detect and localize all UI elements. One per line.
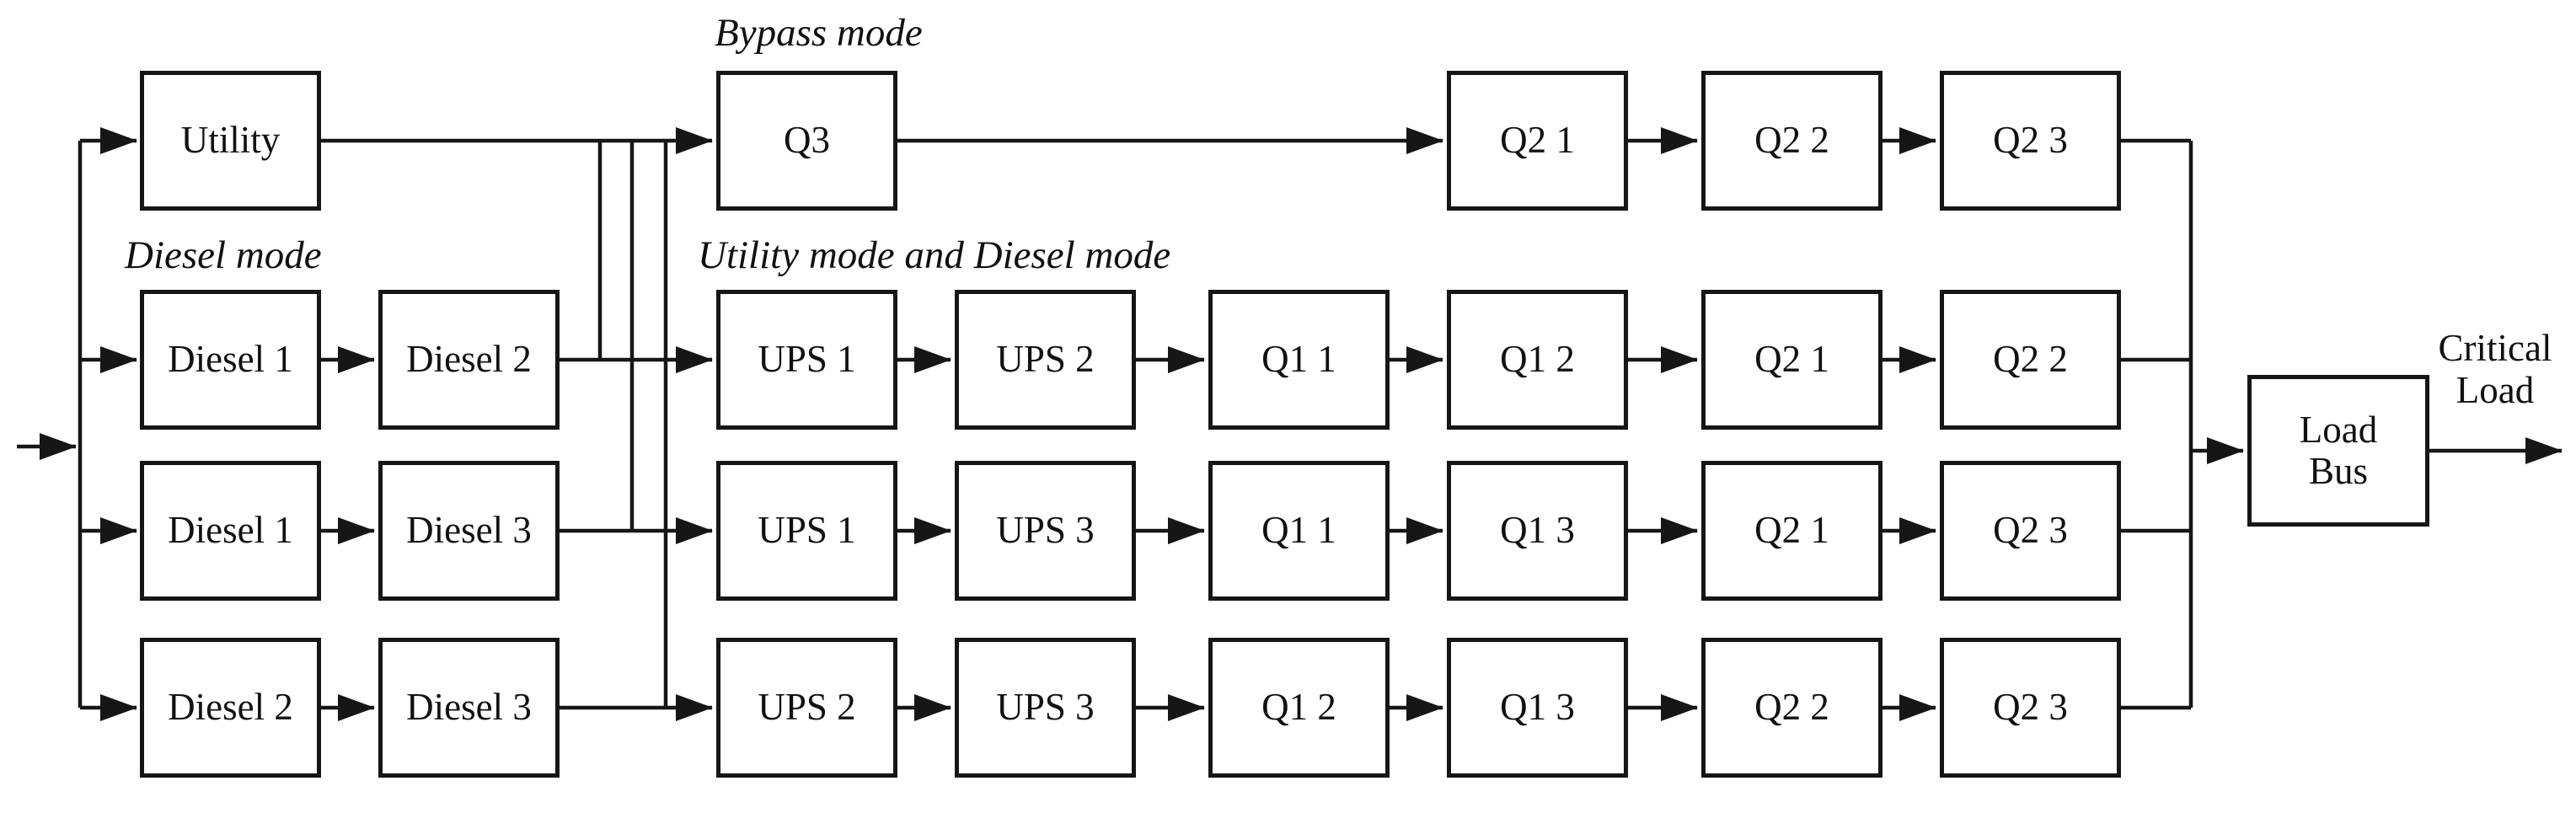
node-q2-3-r4: Q2 3	[1940, 638, 2121, 778]
node-ups2-r4: UPS 2	[716, 638, 897, 778]
node-diesel3-r3: Diesel 3	[378, 461, 560, 601]
node-q1-1-r3: Q1 1	[1208, 461, 1390, 601]
node-q2-1-r1: Q2 1	[1447, 71, 1628, 211]
node-diesel3-r4: Diesel 3	[378, 638, 560, 778]
node-utility-r1: Utility	[140, 71, 321, 211]
node-q2-2-r2: Q2 2	[1940, 290, 2121, 430]
utility-and-diesel-mode-label: Utility mode and Diesel mode	[698, 233, 1171, 277]
node-diesel1-r2: Diesel 1	[140, 290, 321, 430]
node-diesel2-r4: Diesel 2	[140, 638, 321, 778]
node-q2-1-r2: Q2 1	[1701, 290, 1882, 430]
node-load-bus: Load Bus	[2247, 375, 2429, 527]
node-ups3-r4: UPS 3	[955, 638, 1136, 778]
node-q1-1-r2: Q1 1	[1208, 290, 1390, 430]
left-distribution-bus	[78, 127, 137, 721]
node-ups1-r3: UPS 1	[716, 461, 897, 601]
node-q2-3-r3: Q2 3	[1940, 461, 2121, 601]
bypass-mode-label: Bypass mode	[715, 11, 923, 55]
parallel-tie-lines	[597, 141, 668, 708]
node-q1-2-r4: Q1 2	[1208, 638, 1390, 778]
node-q1-2-r2: Q1 2	[1447, 290, 1628, 430]
critical-load-label: Critical Load	[2438, 327, 2552, 412]
node-ups2-r2: UPS 2	[955, 290, 1136, 430]
node-q1-3-r3: Q1 3	[1447, 461, 1628, 601]
node-diesel2-r2: Diesel 2	[378, 290, 560, 430]
node-q1-3-r4: Q1 3	[1447, 638, 1628, 778]
diesel-mode-label: Diesel mode	[125, 233, 322, 277]
node-q2-3-r1: Q2 3	[1940, 71, 2121, 211]
node-ups1-r2: UPS 1	[716, 290, 897, 430]
node-diesel1-r3: Diesel 1	[140, 461, 321, 601]
node-q2-1-r3: Q2 1	[1701, 461, 1882, 601]
right-collector-bus	[2188, 141, 2244, 708]
node-q2-2-r4: Q2 2	[1701, 638, 1882, 778]
node-q3-r1: Q3	[716, 71, 897, 211]
node-ups3-r3: UPS 3	[955, 461, 1136, 601]
node-q2-2-r1: Q2 2	[1701, 71, 1882, 211]
load-bus-label: Load Bus	[2299, 408, 2378, 492]
